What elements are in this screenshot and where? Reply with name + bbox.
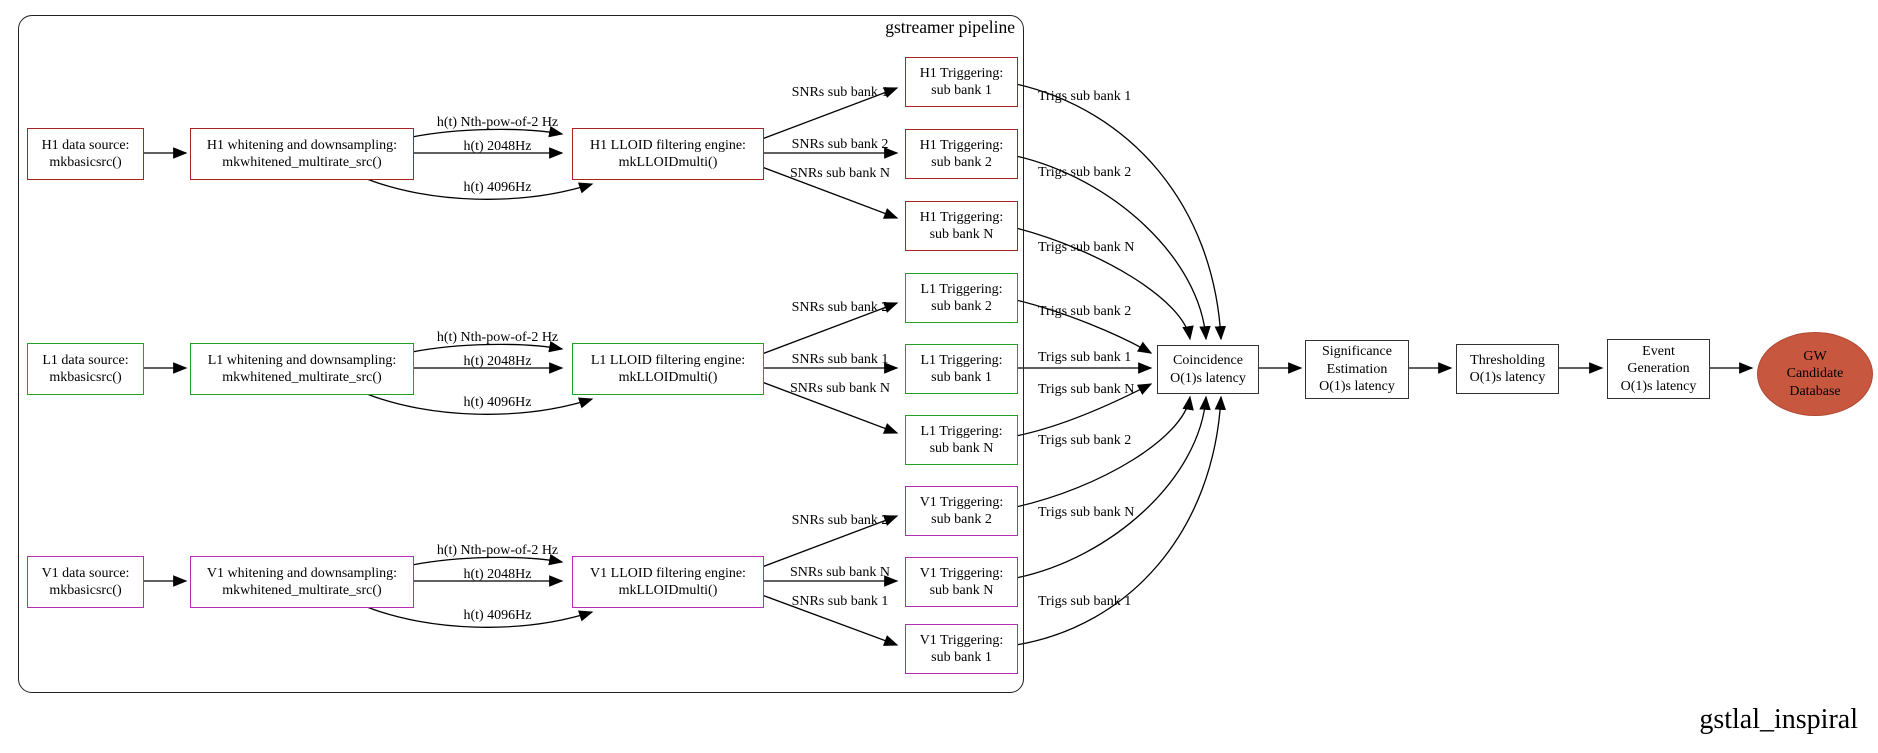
- edge-label-l1-ht-npow: h(t) Nth-pow-of-2 Hz: [436, 330, 559, 345]
- edge-v1-snr-1: [761, 594, 899, 646]
- cluster-title: gstreamer pipeline: [885, 17, 1015, 37]
- edge-label-l1-snr-1: SNRs sub bank 1: [791, 352, 889, 367]
- node-significance-estimation: Significance Estimation O(1)s latency: [1305, 340, 1409, 399]
- edge-l1-ht-npow: [411, 341, 564, 353]
- edge-label-l1-snr-n: SNRs sub bank N: [790, 381, 890, 396]
- edge-v1-trigs-2: [1015, 395, 1194, 508]
- node-v1-triggering-sub-bank-1: V1 Triggering: sub bank 1: [905, 624, 1018, 674]
- edge-label-l1-trigs-2: Trigs sub bank 2: [1038, 304, 1132, 319]
- edge-label-h1-snr-1: SNRs sub bank 1: [791, 85, 889, 100]
- edge-label-h1-trigs-2: Trigs sub bank 2: [1038, 165, 1132, 180]
- edge-l1-snr-2: [761, 302, 899, 355]
- node-h1-whitening: H1 whitening and downsampling: mkwhitene…: [190, 128, 414, 180]
- edge-label-v1-ht-npow: h(t) Nth-pow-of-2 Hz: [436, 543, 559, 558]
- edge-label-h1-ht-npow: h(t) Nth-pow-of-2 Hz: [436, 115, 559, 130]
- edge-label-h1-trigs-1: Trigs sub bank 1: [1038, 89, 1132, 104]
- edge-v1-snr-2: [761, 515, 899, 568]
- node-h1-data-source: H1 data source: mkbasicsrc(): [27, 128, 144, 180]
- edge-label-l1-ht-4096: h(t) 4096Hz: [463, 395, 532, 410]
- node-l1-whitening: L1 whitening and downsampling: mkwhitene…: [190, 343, 414, 395]
- edge-label-v1-trigs-2: Trigs sub bank 2: [1038, 433, 1132, 448]
- edge-v1-ht-4096: [366, 606, 594, 628]
- edge-v1-trigs-1: [1015, 395, 1227, 646]
- edge-h1-trigs-2: [1015, 155, 1211, 341]
- node-l1-data-source: L1 data source: mkbasicsrc(): [27, 343, 144, 395]
- edge-label-l1-snr-2: SNRs sub bank 2: [791, 300, 889, 315]
- node-coincidence: Coincidence O(1)s latency: [1157, 345, 1259, 394]
- edge-h1-ht-4096: [366, 178, 594, 200]
- node-event-generation: Event Generation O(1)s latency: [1607, 339, 1710, 399]
- edge-h1-snr-1: [761, 87, 899, 140]
- edge-l1-trigs-2: [1015, 299, 1153, 354]
- edge-h1-ht-npow: [411, 126, 564, 138]
- node-thresholding: Thresholding O(1)s latency: [1456, 344, 1559, 394]
- edge-h1-trigs-1: [1015, 83, 1227, 341]
- edge-label-h1-ht-4096: h(t) 4096Hz: [463, 180, 532, 195]
- edge-label-l1-trigs-1: Trigs sub bank 1: [1038, 350, 1132, 365]
- diagram-caption: gstlal_inspiral: [1699, 704, 1858, 735]
- edge-v1-ht-npow: [411, 554, 564, 566]
- edge-label-h1-trigs-n: Trigs sub bank N: [1038, 240, 1135, 255]
- node-h1-lloid-engine: H1 LLOID filtering engine: mkLLOIDmulti(…: [572, 128, 764, 180]
- node-v1-data-source: V1 data source: mkbasicsrc(): [27, 556, 144, 608]
- node-gw-candidate-database: GW Candidate Database: [1757, 332, 1873, 416]
- edge-label-v1-snr-n: SNRs sub bank N: [790, 565, 890, 580]
- edge-l1-trigs-n: [1015, 383, 1153, 437]
- edge-h1-snr-n: [761, 166, 899, 219]
- edge-label-h1-ht-2048: h(t) 2048Hz: [463, 139, 532, 154]
- edge-label-v1-snr-1: SNRs sub bank 1: [791, 594, 889, 609]
- edge-label-v1-snr-2: SNRs sub bank 2: [791, 513, 889, 528]
- edge-label-v1-trigs-1: Trigs sub bank 1: [1038, 594, 1132, 609]
- node-l1-lloid-engine: L1 LLOID filtering engine: mkLLOIDmulti(…: [572, 343, 764, 395]
- node-h1-triggering-sub-bank-2: H1 Triggering: sub bank 2: [905, 129, 1018, 179]
- node-v1-triggering-sub-bank-n: V1 Triggering: sub bank N: [905, 557, 1018, 607]
- node-l1-triggering-sub-bank-2: L1 Triggering: sub bank 2: [905, 273, 1018, 323]
- edge-l1-ht-4096: [366, 393, 594, 415]
- node-l1-triggering-sub-bank-1: L1 Triggering: sub bank 1: [905, 344, 1018, 394]
- node-h1-triggering-sub-bank-1: H1 Triggering: sub bank 1: [905, 57, 1018, 107]
- edge-label-l1-trigs-n: Trigs sub bank N: [1038, 382, 1135, 397]
- cluster-gstreamer-pipeline: [18, 15, 1024, 693]
- edge-label-v1-ht-4096: h(t) 4096Hz: [463, 608, 532, 623]
- edge-h1-trigs-n: [1015, 227, 1194, 341]
- node-h1-triggering-sub-bank-n: H1 Triggering: sub bank N: [905, 201, 1018, 251]
- node-v1-triggering-sub-bank-2: V1 Triggering: sub bank 2: [905, 486, 1018, 536]
- edge-l1-snr-n: [761, 381, 899, 434]
- edge-label-v1-trigs-n: Trigs sub bank N: [1038, 505, 1135, 520]
- edge-label-h1-snr-n: SNRs sub bank N: [790, 166, 890, 181]
- edge-label-l1-ht-2048: h(t) 2048Hz: [463, 354, 532, 369]
- node-v1-whitening: V1 whitening and downsampling: mkwhitene…: [190, 556, 414, 608]
- node-v1-lloid-engine: V1 LLOID filtering engine: mkLLOIDmulti(…: [572, 556, 764, 608]
- edge-label-v1-ht-2048: h(t) 2048Hz: [463, 567, 532, 582]
- node-l1-triggering-sub-bank-n: L1 Triggering: sub bank N: [905, 415, 1018, 465]
- edge-v1-trigs-n: [1015, 395, 1211, 579]
- edge-label-h1-snr-2: SNRs sub bank 2: [791, 137, 889, 152]
